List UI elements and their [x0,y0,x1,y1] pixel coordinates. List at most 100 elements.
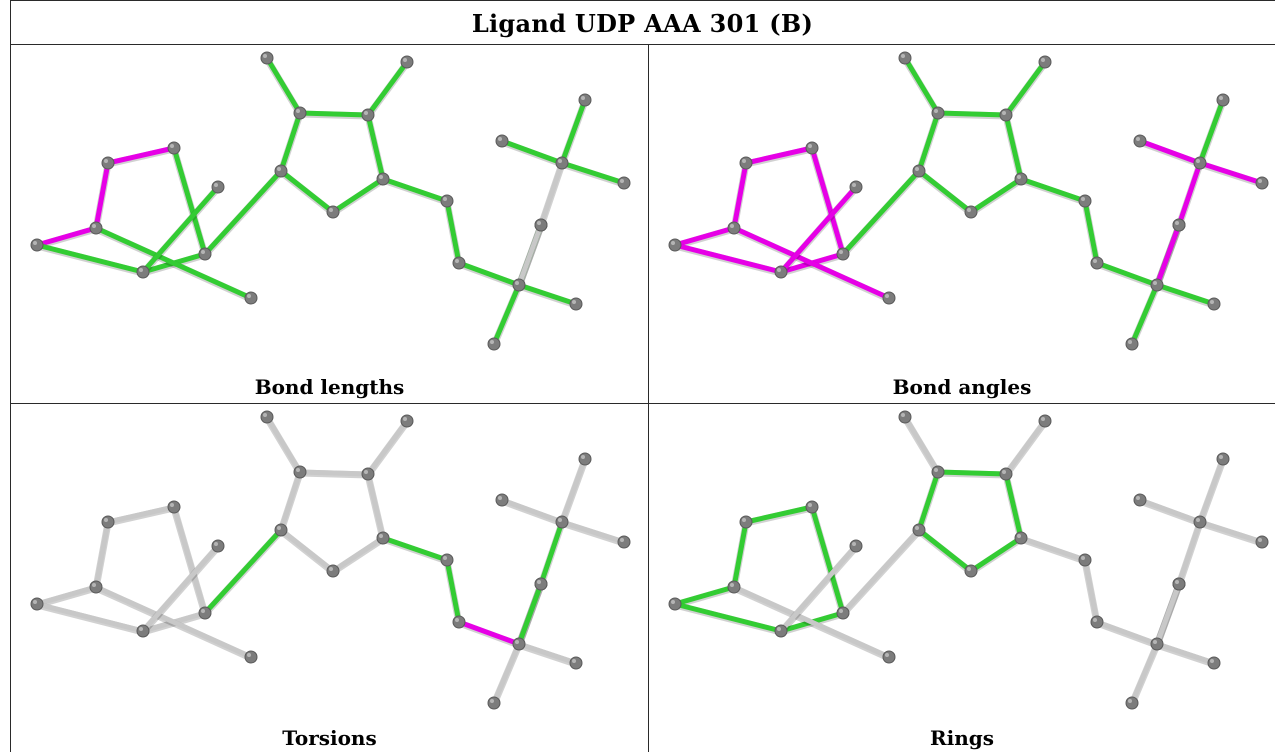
bond-ok [916,110,941,174]
atom [452,615,466,629]
atom [244,650,258,664]
bond-neutral [34,601,146,634]
atom-highlight [201,250,205,254]
bond-neutral [140,543,221,634]
atom [326,205,340,219]
atom-highlight [104,159,108,163]
atom-highlight [671,600,675,604]
bond-ok [935,110,1009,118]
caption-bond-angles: Bond angles [892,375,1032,399]
atom [774,265,788,279]
atom-highlight [671,241,675,245]
bond-neutral [902,414,941,475]
atom-highlight [1196,518,1200,522]
atom-highlight [558,159,562,163]
atom [898,51,912,65]
atom-highlight [263,413,267,417]
atom-highlight [214,542,218,546]
atom-highlight [1175,221,1179,225]
bond-outlier [105,145,177,166]
atom [805,141,819,155]
atom [569,297,583,311]
atom-highlight [403,417,407,421]
atom-highlight [296,468,300,472]
bond-neutral [105,504,177,525]
atom-highlight [455,618,459,622]
atom [400,414,414,428]
atom [1172,218,1186,232]
atom-highlight [33,600,37,604]
atom [198,606,212,620]
atom-highlight [329,208,333,212]
bond-ok [380,535,450,563]
atom [1207,297,1221,311]
atom-highlight [839,250,843,254]
atom-highlight [1093,259,1097,263]
atom [1090,256,1104,270]
atom-highlight [379,175,383,179]
atom [912,523,926,537]
atom-highlight [1210,300,1214,304]
atom [836,247,850,261]
bond-neutral [516,641,579,666]
bond-ok [93,225,254,301]
bond-ok [140,184,221,275]
bond-neutral [297,469,371,477]
atom [912,164,926,178]
atom-highlight [1017,175,1021,179]
atom [198,247,212,261]
bond-outlier [456,619,522,647]
bond-ok [516,282,579,307]
atom [569,656,583,670]
atom [89,580,103,594]
bond-ok [731,519,749,590]
bond-ok [1154,282,1217,307]
bond-ok [491,282,522,347]
atom [882,650,896,664]
bond-ok [499,138,565,166]
atom-highlight [885,653,889,657]
atom [101,156,115,170]
atom-highlight [730,224,734,228]
bond-neutral [731,584,892,660]
atom [1255,535,1269,549]
atom-highlight [247,653,251,657]
atom [1150,637,1164,651]
atom [495,134,509,148]
atom-highlight [455,259,459,263]
bond-outlier [1137,138,1203,166]
atom-highlight [1128,699,1132,703]
bond-ok [1094,260,1160,288]
atom [1078,553,1092,567]
bond-ok [1129,282,1160,347]
bond-neutral [93,519,111,590]
atom-highlight [329,567,333,571]
atom [1150,278,1164,292]
bond-neutral [840,527,922,616]
atom-highlight [808,144,812,148]
atom [727,580,741,594]
molecule-torsions [30,410,631,710]
atom [617,535,631,549]
bond-neutral [278,469,303,533]
page-title: Ligand UDP AAA 301 (B) [471,9,814,38]
bond-ok [916,469,941,533]
atom-highlight [558,518,562,522]
atom-highlight [1128,340,1132,344]
bond-neutral [1197,519,1265,545]
atom-highlight [498,496,502,500]
bond-outlier [672,242,784,275]
atom [512,637,526,651]
atom [849,180,863,194]
panel-rings: Rings [649,404,1275,752]
atom [578,452,592,466]
bond-neutral [171,504,208,616]
atom-highlight [1258,179,1262,183]
atom [849,539,863,553]
atom-highlight [1081,556,1085,560]
atom-highlight [1041,417,1045,421]
bond-ok [968,176,1024,215]
atom [1133,493,1147,507]
atom-highlight [915,526,919,530]
atom-highlight [885,294,889,298]
